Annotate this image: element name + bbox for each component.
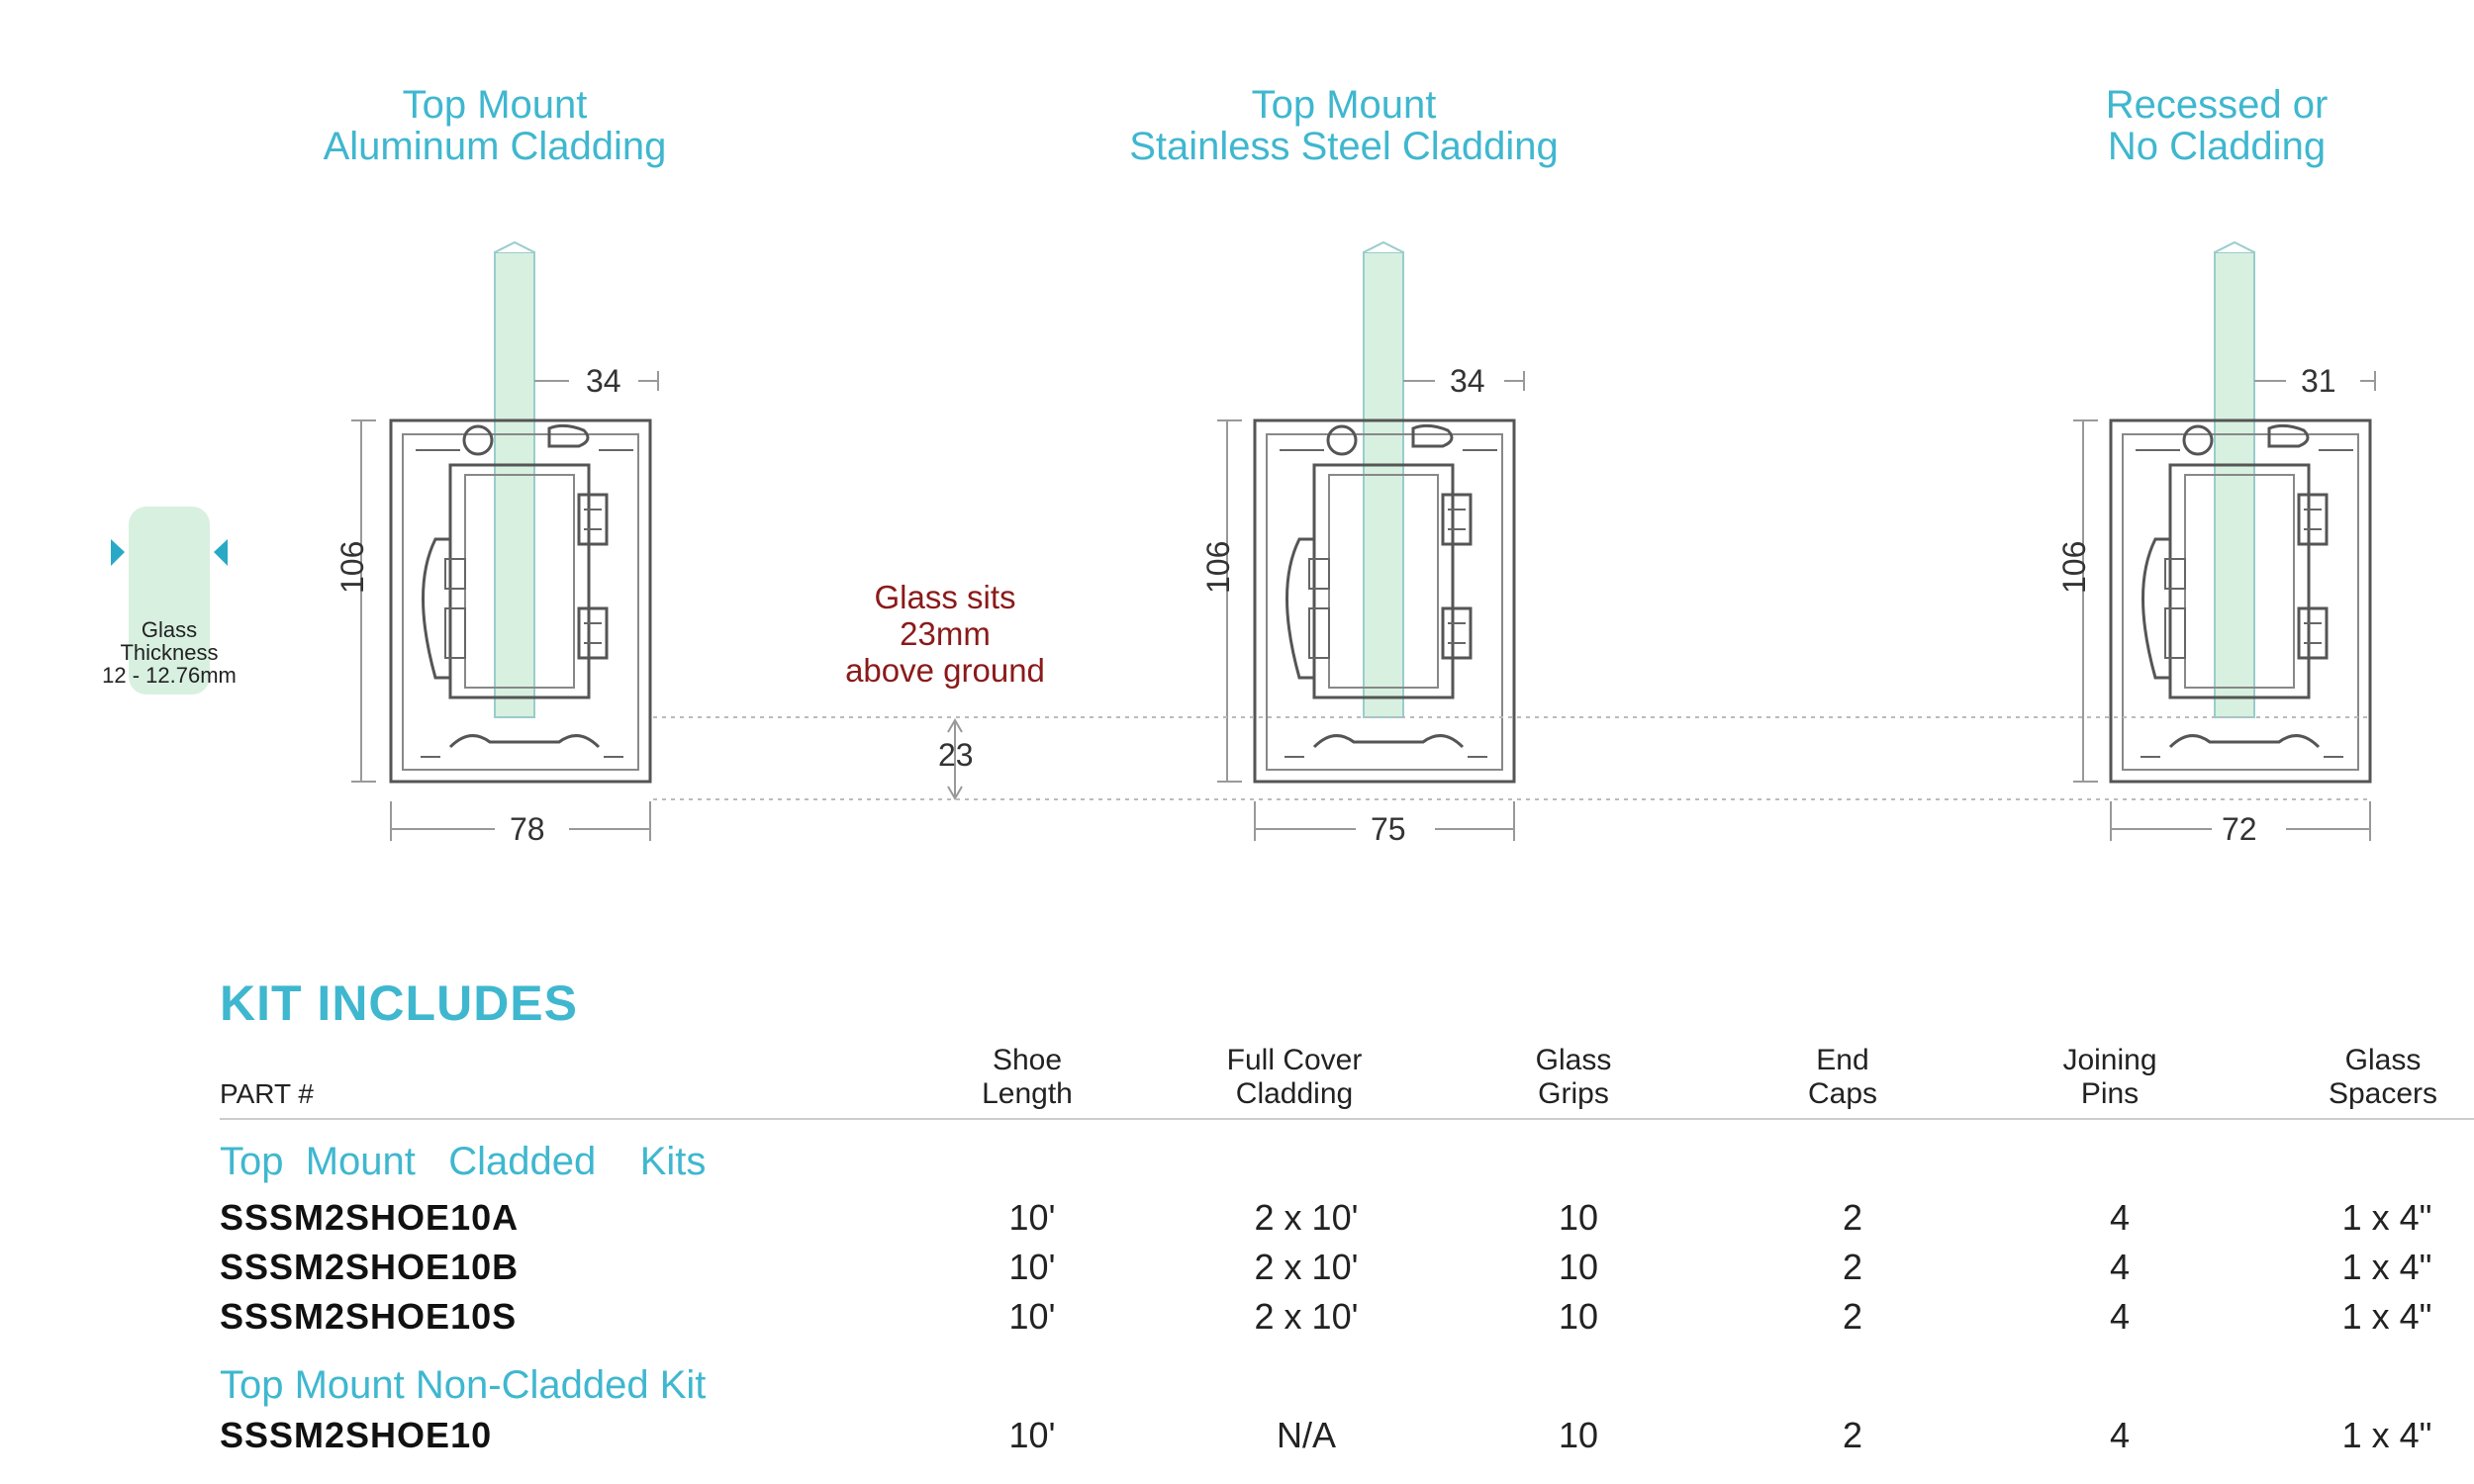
section-non-cladded-kit: Top Mount Non-Cladded Kit <box>220 1363 707 1407</box>
cell: 10 <box>1558 1247 1599 1287</box>
cell: 2 <box>1842 1247 1863 1287</box>
cell: 4 <box>2109 1415 2131 1455</box>
cell: 1 x 4" <box>2341 1197 2432 1238</box>
dim-width-1: 78 <box>510 811 545 847</box>
dim-height-2: 106 <box>1200 540 1236 594</box>
cell: 2 <box>1842 1415 1863 1455</box>
cell: 2 x 10' <box>1254 1197 1359 1238</box>
dim-top-3: 31 <box>2301 363 2336 399</box>
part-number: SSSM2SHOE10A <box>220 1197 520 1238</box>
cell: 10' <box>1008 1296 1056 1337</box>
dim-width-3: 72 <box>2222 811 2257 847</box>
cell: 10 <box>1558 1296 1599 1337</box>
kit-heading: KIT INCLUDES <box>220 975 578 1031</box>
cell: 10' <box>1008 1415 1056 1455</box>
dim-top-1: 34 <box>586 363 621 399</box>
cell: 2 x 10' <box>1254 1296 1359 1337</box>
part-number: SSSM2SHOE10B <box>220 1247 520 1287</box>
profile-stainless <box>1217 240 1525 841</box>
dim-23: 23 <box>938 737 974 773</box>
cell: 10' <box>1008 1247 1056 1287</box>
part-number: SSSM2SHOE10S <box>220 1296 518 1337</box>
dim-height-3: 106 <box>2056 540 2092 594</box>
cell: 4 <box>2109 1247 2131 1287</box>
cell: 1 x 4" <box>2341 1296 2432 1337</box>
cell: 10 <box>1558 1415 1599 1455</box>
cell: N/A <box>1276 1415 1336 1455</box>
part-number: SSSM2SHOE10 <box>220 1415 493 1455</box>
dim-width-2: 75 <box>1371 811 1406 847</box>
cell: 4 <box>2109 1197 2131 1238</box>
cell: 2 x 10' <box>1254 1247 1359 1287</box>
cell: 10' <box>1008 1197 1056 1238</box>
cell: 4 <box>2109 1296 2131 1337</box>
dim-top-2: 34 <box>1450 363 1485 399</box>
cell: 1 x 4" <box>2341 1415 2432 1455</box>
profile-recessed <box>2073 240 2376 841</box>
section-cladded-kits: Top Mount Cladded Kits <box>220 1140 707 1183</box>
cell: 1 x 4" <box>2341 1247 2432 1287</box>
dim-height-1: 106 <box>334 540 370 594</box>
profile-aluminum <box>351 240 659 841</box>
part-header: PART # <box>220 1078 314 1109</box>
glass-legend-swatch <box>129 507 210 695</box>
cell: 2 <box>1842 1296 1863 1337</box>
cell: 10 <box>1558 1197 1599 1238</box>
cell: 2 <box>1842 1197 1863 1238</box>
